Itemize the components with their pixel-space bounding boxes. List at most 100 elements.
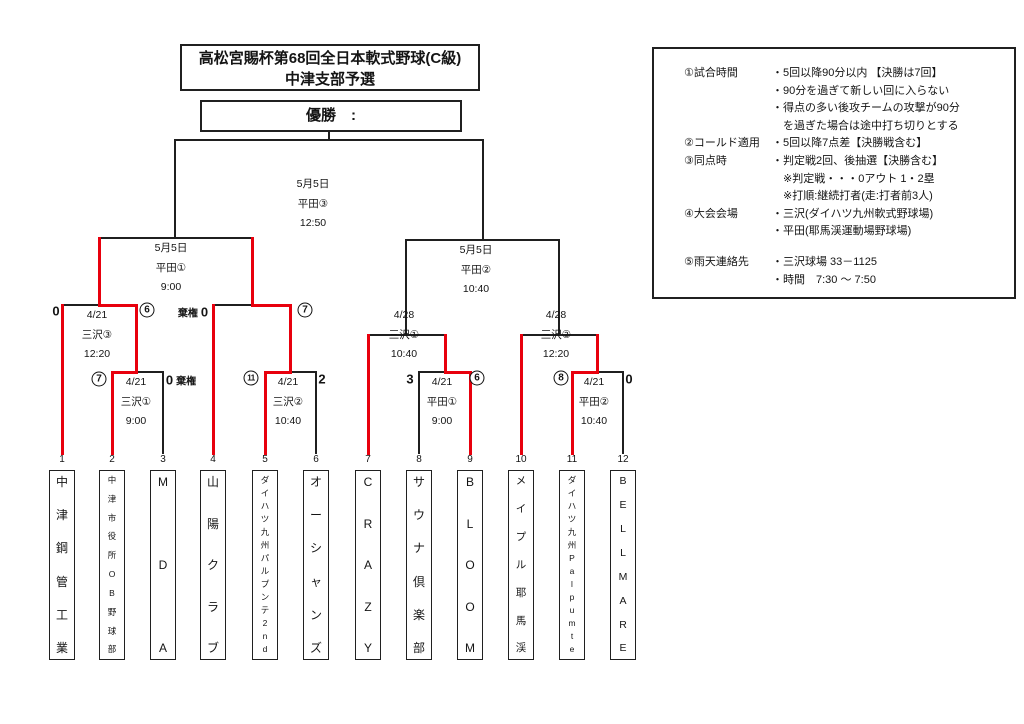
rule-row: を過ぎた場合は途中打ち切りとする <box>654 118 1014 136</box>
rule-label <box>654 223 772 241</box>
team-box: オーシャンズ <box>303 470 329 660</box>
team-name-char: 業 <box>55 640 68 655</box>
rule-row: ・90分を過ぎて新しい回に入らない <box>654 83 1014 101</box>
team-name-char: 九 <box>260 527 270 538</box>
bracket-line-black <box>135 371 164 373</box>
bracket-line-black <box>596 371 624 373</box>
score-value: 2 <box>318 371 326 387</box>
team-name-char: a <box>569 566 575 577</box>
team-name-char: L <box>620 522 626 535</box>
score-badge: 3 <box>406 372 413 387</box>
winner-score: 6 <box>469 370 485 386</box>
rule-text: ※打順:継続打者(走:打者前3人) <box>772 190 933 203</box>
team-name-char: B <box>109 587 115 598</box>
team-name-char: 津 <box>107 493 117 504</box>
bracket-line-red <box>110 370 114 455</box>
bracket-line-red <box>443 370 472 374</box>
rule-row: ・平田(耶馬渓運動場野球場) <box>654 223 1014 241</box>
team-name-char: イ <box>515 502 527 515</box>
team-name-char: シ <box>309 541 322 556</box>
rule-text: ・時間 7:30 ～ 7:50 <box>772 273 876 286</box>
bracket-line-black <box>482 139 484 241</box>
rule-label <box>654 100 772 118</box>
team-number: 3 <box>160 454 166 465</box>
team-name-char: B <box>465 475 474 489</box>
team-number: 7 <box>365 454 371 465</box>
team-name-char: ナ <box>412 541 425 556</box>
rule-text: ・三沢球場 33－1125 <box>772 255 877 268</box>
bracket-line-black <box>289 371 317 373</box>
team-name-char: 部 <box>412 640 425 655</box>
score-badge: 6 <box>139 302 155 318</box>
rule-text: ・90分を過ぎて新しい回に入らない <box>772 84 950 97</box>
rule-label <box>654 272 772 290</box>
team-name-char: n <box>262 631 268 642</box>
rule-row: ③同点時 ・判定戦2回、後抽選【決勝含む】 <box>654 153 1014 171</box>
bracket-line-black <box>174 139 484 141</box>
rule-text: ※判定戦・・・0アウト 1・2塁 <box>772 172 935 185</box>
team-number: 6 <box>313 454 319 465</box>
score-badge: 11 <box>243 370 259 386</box>
rule-label: ①試合時間 <box>684 67 738 79</box>
team-name-char: m <box>568 618 576 629</box>
rule-text: ・判定戦2回、後抽選【決勝含む】 <box>772 154 944 167</box>
team-number: 5 <box>262 454 268 465</box>
team-name-char: ツ <box>567 514 577 525</box>
team-name-char: 陽 <box>206 516 219 531</box>
match-time: 12:20 <box>542 348 570 360</box>
team-name-char: ダ <box>260 475 270 485</box>
match-venue: 三沢③ <box>81 328 113 341</box>
bracket-line-red <box>250 236 254 307</box>
title-line-2: 中津支部予選 <box>284 71 375 88</box>
team-name-char: ラ <box>206 599 219 614</box>
team-name-char: 中 <box>55 475 68 489</box>
match-time: 10:40 <box>580 415 608 427</box>
bracket-line-black <box>418 371 420 454</box>
match-time: 12:20 <box>83 348 111 360</box>
team-name-char: B <box>619 475 627 487</box>
match-time: 10:40 <box>274 415 302 427</box>
team-name-char: 馬 <box>515 614 527 627</box>
team-name-char: 耶 <box>515 586 527 599</box>
rule-label <box>654 171 772 189</box>
team-name-char: 野 <box>107 606 117 617</box>
match-venue: 平田① <box>426 395 458 408</box>
rule-label: ②コールド適用 <box>684 137 760 150</box>
team-name-char: u <box>569 605 575 616</box>
team-name-char: 役 <box>107 531 117 542</box>
match-time: 10:40 <box>462 283 490 295</box>
team-number: 9 <box>467 454 473 465</box>
team-name-char: ャ <box>309 574 322 589</box>
score-badge: 6 <box>469 370 485 386</box>
team-name-char: C <box>363 475 373 489</box>
team-number: 2 <box>109 454 115 465</box>
bracket-line-red <box>570 370 574 455</box>
team-name-char: M <box>618 570 628 583</box>
rules-box: ①試合時間・5回以降90分以内 【決勝は7回】・90分を過ぎて新しい回に入らない… <box>652 47 1016 299</box>
team-box: 山陽クラブ <box>200 470 226 660</box>
bracket-line-red <box>595 333 599 374</box>
bracket-line-black <box>367 334 446 336</box>
champion-box: 優勝 : <box>200 100 462 132</box>
team-name-char: イ <box>567 488 577 499</box>
match-venue: 平田① <box>155 261 187 274</box>
team-box: メイプル耶馬渓 <box>508 470 534 660</box>
team-name-char: プ <box>260 579 270 590</box>
team-name-char: 2 <box>262 618 268 629</box>
score-badge: 0 <box>52 304 59 319</box>
bracket-line-red <box>134 303 138 374</box>
team-name-char: ブ <box>206 641 219 655</box>
bracket-line-red <box>366 333 370 455</box>
rule-label: ③同点時 <box>684 154 727 167</box>
match-venue: 三沢① <box>120 395 152 408</box>
